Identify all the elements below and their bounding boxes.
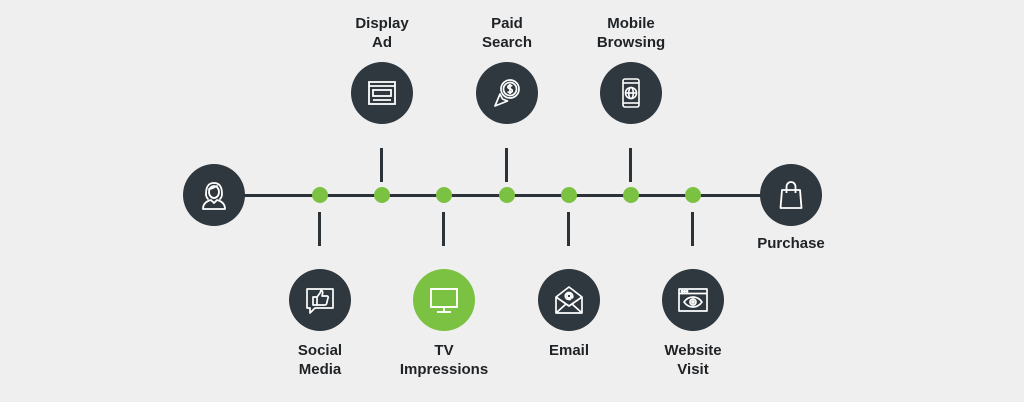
thumbs-up-chat-icon — [306, 288, 334, 314]
email-label: Email — [504, 341, 634, 360]
dot-email — [561, 187, 577, 203]
envelope-icon — [555, 286, 583, 314]
tv-impressions-label-line1: TV — [434, 342, 454, 359]
tv-impressions-label-line2: Impressions — [399, 361, 489, 378]
display-ad-label: Display Ad — [317, 14, 447, 52]
display-ad-label-line2: Ad — [372, 34, 392, 51]
social-media-label-line2: Media — [298, 361, 342, 378]
paid-search-label: Paid Search — [442, 14, 572, 52]
dot-mobile-browsing — [623, 187, 639, 203]
paid-search-node — [476, 62, 538, 124]
connector-mobile-browsing — [629, 148, 632, 182]
email-label-line1: Email — [548, 342, 590, 359]
browser-eye-icon — [678, 288, 708, 312]
social-media-node — [289, 269, 351, 331]
start-node — [183, 164, 245, 226]
website-visit-label-line2: Visit — [677, 361, 709, 378]
social-media-label: Social Media — [255, 341, 385, 379]
dot-paid-search — [499, 187, 515, 203]
social-media-label-line1: Social — [297, 342, 343, 359]
connector-tv-impressions — [442, 212, 445, 246]
end-label-text: Purchase — [757, 235, 825, 252]
phone-globe-icon — [622, 78, 640, 108]
paid-search-label-line2: Search — [481, 34, 533, 51]
connector-display-ad — [380, 148, 383, 182]
dot-display-ad — [374, 187, 390, 203]
dot-website-visit — [685, 187, 701, 203]
shopping-bag-icon — [779, 181, 803, 209]
dot-tv-impressions — [436, 187, 452, 203]
connector-paid-search — [505, 148, 508, 182]
end-label: Purchase — [726, 234, 856, 253]
mobile-browsing-node — [600, 62, 662, 124]
website-visit-label: Website Visit — [628, 341, 758, 379]
mobile-browsing-label: Mobile Browsing — [566, 14, 696, 52]
connector-social-media — [318, 212, 321, 246]
mobile-browsing-label-line1: Mobile — [607, 15, 655, 32]
website-visit-label-line1: Website — [664, 342, 722, 359]
connector-website-visit — [691, 212, 694, 246]
mobile-browsing-label-line2: Browsing — [596, 34, 666, 51]
website-visit-node — [662, 269, 724, 331]
display-ad-window-icon — [368, 81, 396, 105]
end-node — [760, 164, 822, 226]
paid-search-label-line1: Paid — [491, 15, 523, 32]
email-node — [538, 269, 600, 331]
tv-icon — [430, 288, 458, 313]
dot-social-media — [312, 187, 328, 203]
dollar-cursor-icon — [494, 79, 520, 107]
tv-impressions-label: TV Impressions — [379, 341, 509, 379]
tv-impressions-node — [413, 269, 475, 331]
person-icon — [202, 182, 226, 210]
display-ad-label-line1: Display — [355, 15, 409, 32]
display-ad-node — [351, 62, 413, 124]
connector-email — [567, 212, 570, 246]
